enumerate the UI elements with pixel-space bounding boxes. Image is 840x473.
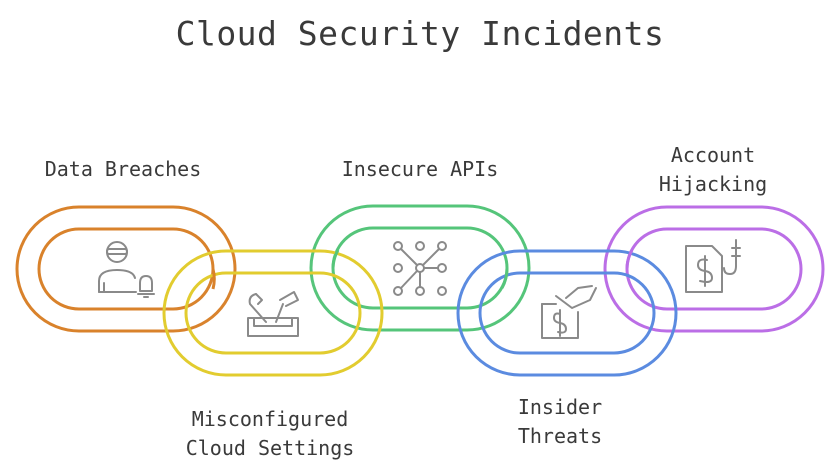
chain-link-account-hijacking [603, 205, 825, 333]
network-nodes-icon [393, 241, 447, 296]
label-misconfigured-cloud-settings: Misconfigured Cloud Settings [150, 405, 390, 463]
label-line: Threats [517, 424, 603, 448]
diagram-title: Cloud Security Incidents [175, 14, 665, 53]
hacker-alarm-icon [98, 241, 155, 298]
label-insider-threats: Insider Threats [460, 393, 660, 451]
document-hook-icon [685, 239, 741, 293]
label-line: Account [670, 143, 756, 167]
chain-link-insider-threats [456, 249, 678, 377]
label-line: Hijacking [658, 172, 768, 196]
label-account-hijacking: Account Hijacking [613, 141, 813, 199]
label-line: Cloud Settings [185, 436, 355, 460]
label-insecure-apis: Insecure APIs [300, 155, 540, 184]
hand-money-folder-icon [541, 285, 597, 339]
chain-link-misconfigured-cloud-settings [162, 249, 384, 377]
label-line: Insider [517, 395, 603, 419]
label-line: Data Breaches [44, 157, 202, 181]
label-line: Misconfigured [191, 407, 349, 431]
label-line: Insecure APIs [341, 157, 499, 181]
label-data-breaches: Data Breaches [10, 155, 236, 184]
toolbox-icon [247, 291, 299, 337]
